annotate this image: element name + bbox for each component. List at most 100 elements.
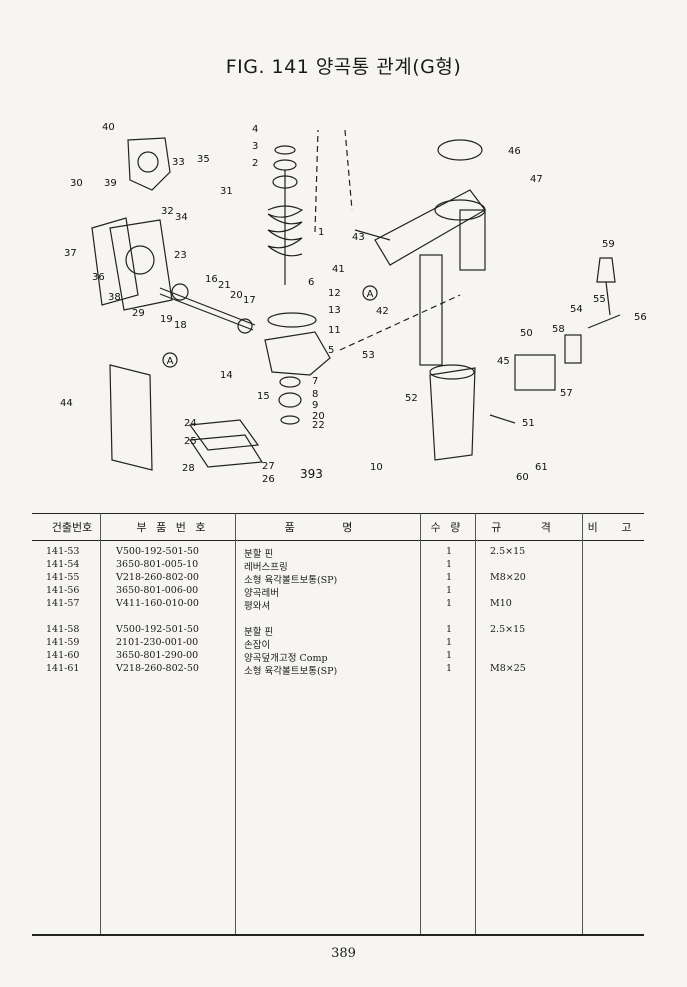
cell-part-no: 141-61	[46, 663, 80, 674]
part-bush-9	[278, 392, 302, 408]
col-part-no: 건출번호	[51, 521, 93, 534]
part-collar-3	[273, 159, 297, 171]
cell-name: 분할 핀	[244, 627, 274, 638]
callout-15: 15	[257, 391, 270, 402]
cell-name: 레버스프링	[244, 562, 288, 573]
callout-24: 24	[184, 418, 197, 429]
cell-qty: 1	[446, 572, 453, 583]
cell-code: V500-192-501-50	[116, 624, 199, 635]
callout-1: 1	[318, 227, 324, 238]
cell-part-no: 141-56	[46, 585, 80, 596]
callout-53: 53	[362, 350, 375, 361]
callout-27: 27	[262, 461, 275, 472]
callout-35: 35	[197, 154, 210, 165]
part-gasket-25	[188, 434, 264, 468]
callout-41: 41	[332, 264, 345, 275]
part-cap-46	[437, 139, 483, 161]
part-bracket-43	[374, 189, 486, 266]
cell-spec: M8×25	[490, 663, 526, 674]
part-ring-7	[279, 376, 301, 388]
svg-text:A: A	[367, 289, 374, 300]
cell-code: V218-260-802-00	[116, 572, 199, 583]
part-plate-38	[109, 219, 173, 311]
part-collar-4	[274, 145, 296, 155]
callout-43: 43	[352, 232, 365, 243]
callout-5: 5	[328, 345, 334, 356]
callout-19: 19	[160, 314, 173, 325]
part-housing-5	[264, 331, 331, 376]
callout-9: 9	[312, 400, 318, 411]
callout-37: 37	[64, 248, 77, 259]
col-note: 비 고	[587, 521, 642, 534]
callout-50: 50	[520, 328, 533, 339]
callout-3: 3	[252, 141, 258, 152]
callout-8: 8	[312, 389, 318, 400]
callout-25: 25	[184, 436, 197, 447]
part-tube-top	[434, 199, 486, 221]
cell-spec: M10	[490, 598, 512, 609]
cell-name: 손잡이	[244, 640, 271, 651]
cell-part-no: 141-53	[46, 546, 80, 557]
callout-54: 54	[570, 304, 583, 315]
page-number: 389	[331, 946, 356, 961]
callout-51: 51	[522, 418, 535, 429]
callout-22: 22	[312, 420, 325, 431]
part-plate-39	[127, 137, 171, 191]
callout-33: 33	[172, 157, 185, 168]
part-bracket-50	[514, 354, 556, 391]
col-code: 부 품 번 호	[136, 521, 209, 534]
cell-name: 평와셔	[244, 601, 271, 612]
callout-61: 61	[535, 462, 548, 473]
cell-qty: 1	[446, 650, 453, 661]
table-row: 141-59 2101-230-001-00 손잡이 1	[32, 637, 644, 651]
cell-code: V500-192-501-50	[116, 546, 199, 557]
cell-name: 소형 육각볼트보통(SP)	[244, 666, 338, 677]
part-plate-58	[564, 334, 582, 364]
callout-56: 56	[634, 312, 647, 323]
part-plate-39-hole	[137, 151, 159, 173]
cell-part-no: 141-57	[46, 598, 80, 609]
part-gasket-36	[91, 217, 139, 306]
cell-part-no: 141-55	[46, 572, 80, 583]
callout-55: 55	[593, 294, 606, 305]
callout-31: 31	[220, 186, 233, 197]
callout-57: 57	[560, 388, 573, 399]
cell-part-no: 141-54	[46, 559, 80, 570]
callout-20: 20	[312, 411, 325, 422]
cell-qty: 1	[446, 637, 453, 648]
callout-16: 16	[205, 274, 218, 285]
callout-28: 28	[182, 463, 195, 474]
cell-name: 소형 육각볼트보통(SP)	[244, 575, 338, 586]
part-chute	[429, 367, 476, 461]
callout-36: 36	[92, 272, 105, 283]
cell-name: 양곡레버	[244, 588, 279, 599]
cell-part-no: 141-58	[46, 624, 80, 635]
part-gasket-11	[267, 312, 317, 328]
part-bearing-2	[272, 175, 298, 189]
cell-spec: 2.5×15	[490, 624, 526, 635]
cell-code: V411-160-010-00	[116, 598, 199, 609]
callout-labels: 1234567891011121314151617181920212223242…	[60, 122, 647, 485]
cell-qty: 1	[446, 559, 453, 570]
reference-marker-a: A A	[162, 285, 378, 368]
cell-qty: 1	[446, 624, 453, 635]
cell-code: 2101-230-001-00	[116, 637, 199, 648]
part-cover-24	[188, 419, 260, 451]
part-plate-left	[109, 364, 153, 471]
callout-47: 47	[530, 174, 543, 185]
part-shaft-16	[159, 287, 256, 326]
callout-59: 59	[602, 239, 615, 250]
cell-qty: 1	[446, 585, 453, 596]
part-ring-22	[280, 415, 300, 425]
callout-42: 42	[376, 306, 389, 317]
page-title: FIG. 141 양곡통 관계(G형)	[225, 56, 462, 78]
callout-20: 20	[230, 290, 243, 301]
cell-part-no: 141-59	[46, 637, 80, 648]
callout-34: 34	[175, 212, 188, 223]
